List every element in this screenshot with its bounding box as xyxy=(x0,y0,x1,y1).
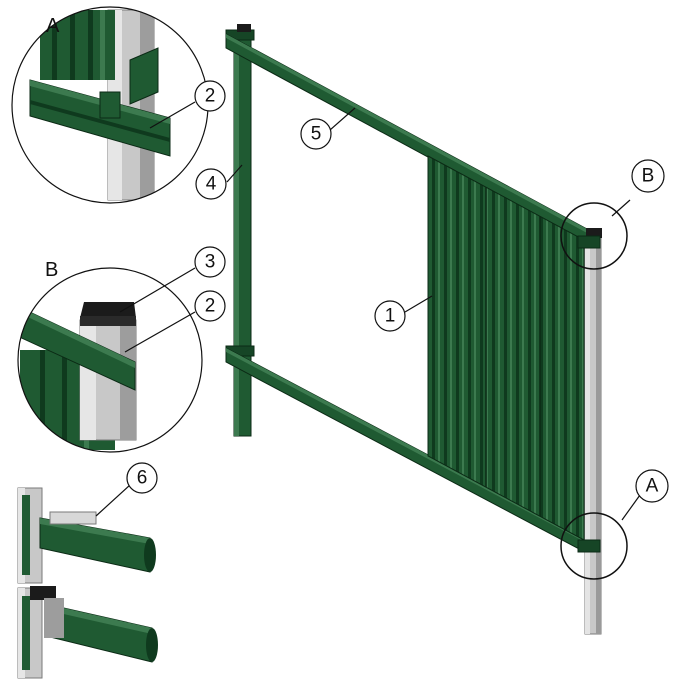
svg-text:2: 2 xyxy=(205,86,216,107)
marker-label-a: A xyxy=(635,469,669,503)
callout-3: 3 xyxy=(194,246,226,278)
detail-view-a: A xyxy=(11,6,209,204)
svg-text:A: A xyxy=(646,476,659,497)
leader-lines xyxy=(95,101,641,521)
svg-text:B: B xyxy=(642,166,655,187)
profiled-sheet xyxy=(427,155,585,541)
callout-2-detail-a: 2 xyxy=(194,80,226,112)
detail-view-b: B xyxy=(17,259,203,453)
callout-5: 5 xyxy=(300,118,332,150)
top-rail xyxy=(225,33,601,251)
svg-text:1: 1 xyxy=(385,306,396,327)
detail-b-letter: B xyxy=(45,259,58,281)
callout-1: 1 xyxy=(374,300,406,332)
marker-circle-b xyxy=(560,202,628,270)
svg-text:4: 4 xyxy=(206,174,217,195)
left-frame-post xyxy=(225,24,255,437)
svg-text:3: 3 xyxy=(205,252,216,273)
main-assembly xyxy=(225,24,628,635)
support-post xyxy=(577,228,602,635)
callout-4: 4 xyxy=(195,168,227,200)
callout-2-detail-b: 2 xyxy=(194,290,226,322)
svg-text:2: 2 xyxy=(205,296,216,317)
rail-bracket-detail-lower xyxy=(17,586,158,679)
marker-label-b: B xyxy=(631,159,665,193)
svg-text:5: 5 xyxy=(311,124,322,145)
marker-circle-a xyxy=(560,512,628,580)
callout-6: 6 xyxy=(126,462,158,494)
svg-text:6: 6 xyxy=(137,468,148,489)
detail-a-letter: A xyxy=(46,15,60,37)
rail-bracket-detail-upper xyxy=(17,487,156,584)
